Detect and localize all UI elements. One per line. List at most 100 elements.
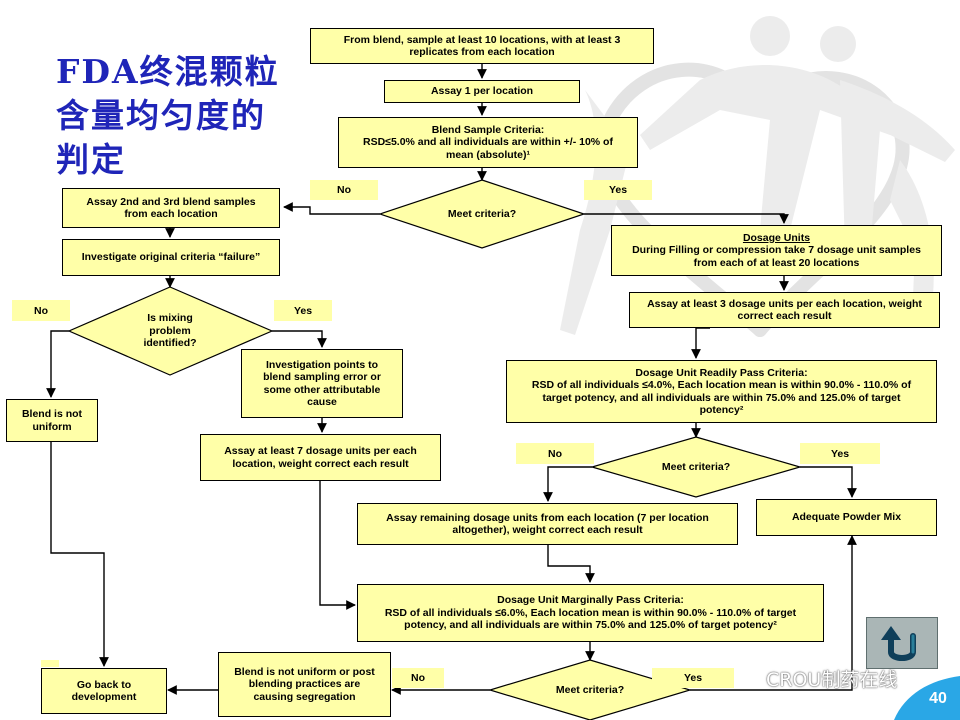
box-assay-3-units-line2: correct each result (737, 310, 832, 322)
box-marginal-pass-line2: RSD of all individuals ≤6.0%, Each locat… (384, 606, 797, 619)
box-readily-pass-line2: RSD of all individuals ≤4.0%, Each locat… (531, 379, 912, 391)
label-yes-2-text: Yes (293, 304, 313, 317)
box-go-back-development: Go back to development (41, 668, 167, 714)
box-assay-7-units-line1: Assay at least 7 dosage units per each (224, 445, 417, 457)
chat-bubbles-icon (734, 668, 760, 688)
box-investigation-points-line3: some other attributable (263, 383, 381, 396)
decision-mixing-line1: Is mixing (147, 312, 193, 325)
arrow-mixing-no-to-not-uniform (46, 330, 69, 398)
label-yes-3-text: Yes (830, 447, 850, 460)
page-number: 40 (929, 690, 947, 707)
box-assay-3-units: Assay at least 3 dosage units per each l… (629, 292, 940, 328)
decision-diamond-meet-criteria-1 (378, 179, 586, 249)
label-no-1-text: No (337, 184, 351, 196)
label-no-1: No (310, 180, 378, 200)
box-marginal-pass-title: Dosage Unit Marginally Pass Criteria: (497, 594, 684, 607)
decision-meet-criteria-3-text: Meet criteria? (555, 683, 625, 696)
decision-meet-criteria-2-label: Meet criteria? (634, 457, 758, 477)
box-investigation-points: Investigation points to blend sampling e… (241, 349, 403, 418)
box-blend-not-uniform-line2: uniform (32, 420, 72, 433)
arrow-assay7-to-marginal (319, 481, 356, 610)
box-blend-criteria: Blend Sample Criteria: RSD≤5.0% and all … (338, 117, 638, 168)
label-no-3-text: No (548, 447, 562, 460)
arrow-meet3-yes-to-adequate (690, 535, 857, 691)
box-segregation-line2: blending practices are (248, 678, 361, 691)
label-no-4: No (392, 668, 444, 688)
box-blend-criteria-title: Blend Sample Criteria: (431, 123, 545, 136)
box-assay-7-units: Assay at least 7 dosage units per each l… (200, 434, 441, 481)
arrow-remaining-to-marginal (547, 545, 595, 583)
label-no-3: No (516, 443, 594, 464)
box-investigation-points-line1: Investigation points to (266, 358, 378, 371)
box-investigate: Investigate original criteria “failure” (62, 239, 280, 276)
label-no-2: No (12, 300, 70, 321)
return-button[interactable] (866, 617, 938, 669)
box-assay-1: Assay 1 per location (384, 80, 580, 103)
decision-meet-criteria-1-label: Meet criteria? (420, 204, 544, 224)
label-yes-1: Yes (584, 180, 652, 200)
decision-diamond-meet-criteria-2 (589, 436, 803, 498)
watermark: CROU制药在线 (734, 663, 897, 693)
box-readily-pass-line4: potency² (699, 404, 744, 416)
box-assay-remaining-line2: altogether), weight correct each result (452, 524, 643, 536)
box-dosage-units-title: Dosage Units (742, 231, 811, 244)
box-blend-criteria-line3: mean (absolute)¹ (445, 148, 530, 161)
box-start-sampling-line1: From blend, sample at least 10 locations… (343, 33, 621, 46)
decision-diamond-mixing-problem (67, 286, 274, 376)
label-yes-1-text: Yes (608, 184, 628, 196)
box-adequate-powder-mix: Adequate Powder Mix (756, 499, 937, 536)
label-no-4-text: No (411, 672, 425, 684)
box-assay-remaining: Assay remaining dosage units from each l… (357, 503, 738, 545)
box-assay-1-text: Assay 1 per location (430, 85, 534, 98)
box-blend-criteria-line2: RSD≤5.0% and all individuals are within … (363, 136, 613, 149)
label-no-2-text: No (34, 304, 48, 317)
box-start-sampling-line2: replicates from each location (409, 46, 555, 58)
box-segregation: Blend is not uniform or post blending pr… (218, 652, 391, 717)
page-corner-shape (894, 676, 960, 720)
label-yes-4: Yes (652, 668, 734, 688)
label-yes-3: Yes (800, 443, 880, 464)
box-blend-not-uniform-line1: Blend is not (21, 408, 83, 420)
box-readily-pass-criteria: Dosage Unit Readily Pass Criteria: RSD o… (506, 360, 937, 423)
box-readily-pass-title: Dosage Unit Readily Pass Criteria: (635, 366, 808, 379)
box-assay-2nd-3rd-line2: from each location (124, 208, 218, 220)
watermark-text: CROU制药在线 (766, 668, 898, 691)
return-arrow-icon (881, 626, 916, 661)
decision-mixing-line2: problem (149, 324, 191, 337)
box-blend-not-uniform: Blend is not uniform (6, 399, 98, 442)
slide-title: FDA终混颗粒含量均匀度的判定 (56, 52, 280, 179)
arrow-meet1-yes-to-dosage-units (584, 213, 789, 224)
box-assay-remaining-line1: Assay remaining dosage units from each l… (386, 511, 709, 524)
arrow-meet1-no-to-assay23 (283, 202, 380, 215)
box-dosage-units-line2: During Filling or compression take 7 dos… (632, 244, 921, 257)
box-go-back-line2: development (71, 691, 137, 703)
arrow-not-uniform-to-go-back (50, 442, 109, 667)
box-marginal-pass-line3: potency, and all individuals are within … (404, 619, 777, 632)
arrow-assay3-to-readily (691, 327, 710, 359)
label-yes-2: Yes (274, 300, 332, 321)
box-investigation-points-line2: blend sampling error or (263, 371, 381, 383)
arrow-meet2-no-to-remaining (543, 466, 592, 502)
decision-mixing-line3: identified? (143, 337, 197, 350)
decision-meet-criteria-2-text: Meet criteria? (661, 460, 731, 473)
box-readily-pass-line3: target potency, and all individuals are … (542, 391, 901, 404)
decision-meet-criteria-1-text: Meet criteria? (447, 207, 517, 220)
box-go-back-line1: Go back to (76, 678, 132, 691)
box-segregation-line1: Blend is not uniform or post (234, 665, 375, 678)
box-assay-2nd-3rd: Assay 2nd and 3rd blend samples from eac… (62, 188, 280, 228)
box-marginal-pass-criteria: Dosage Unit Marginally Pass Criteria: RS… (357, 584, 824, 642)
box-dosage-units: Dosage Units During Filling or compressi… (611, 225, 942, 276)
decision-mixing-label: Is mixing problem identified? (120, 312, 220, 350)
box-adequate-powder-mix-text: Adequate Powder Mix (791, 511, 902, 524)
box-investigation-points-line4: cause (307, 396, 337, 408)
box-assay-3-units-line1: Assay at least 3 dosage units per each l… (647, 297, 922, 310)
box-segregation-line3: causing segregation (253, 690, 356, 703)
box-assay-7-units-line2: location, weight correct each result (232, 457, 409, 470)
box-assay-2nd-3rd-line1: Assay 2nd and 3rd blend samples (86, 195, 256, 208)
arrow-meet2-yes-to-adequate (800, 466, 857, 498)
box-investigate-text: Investigate original criteria “failure” (81, 251, 261, 264)
box-start-sampling: From blend, sample at least 10 locations… (310, 28, 654, 64)
box-dosage-units-line3: from each of at least 20 locations (693, 256, 860, 269)
